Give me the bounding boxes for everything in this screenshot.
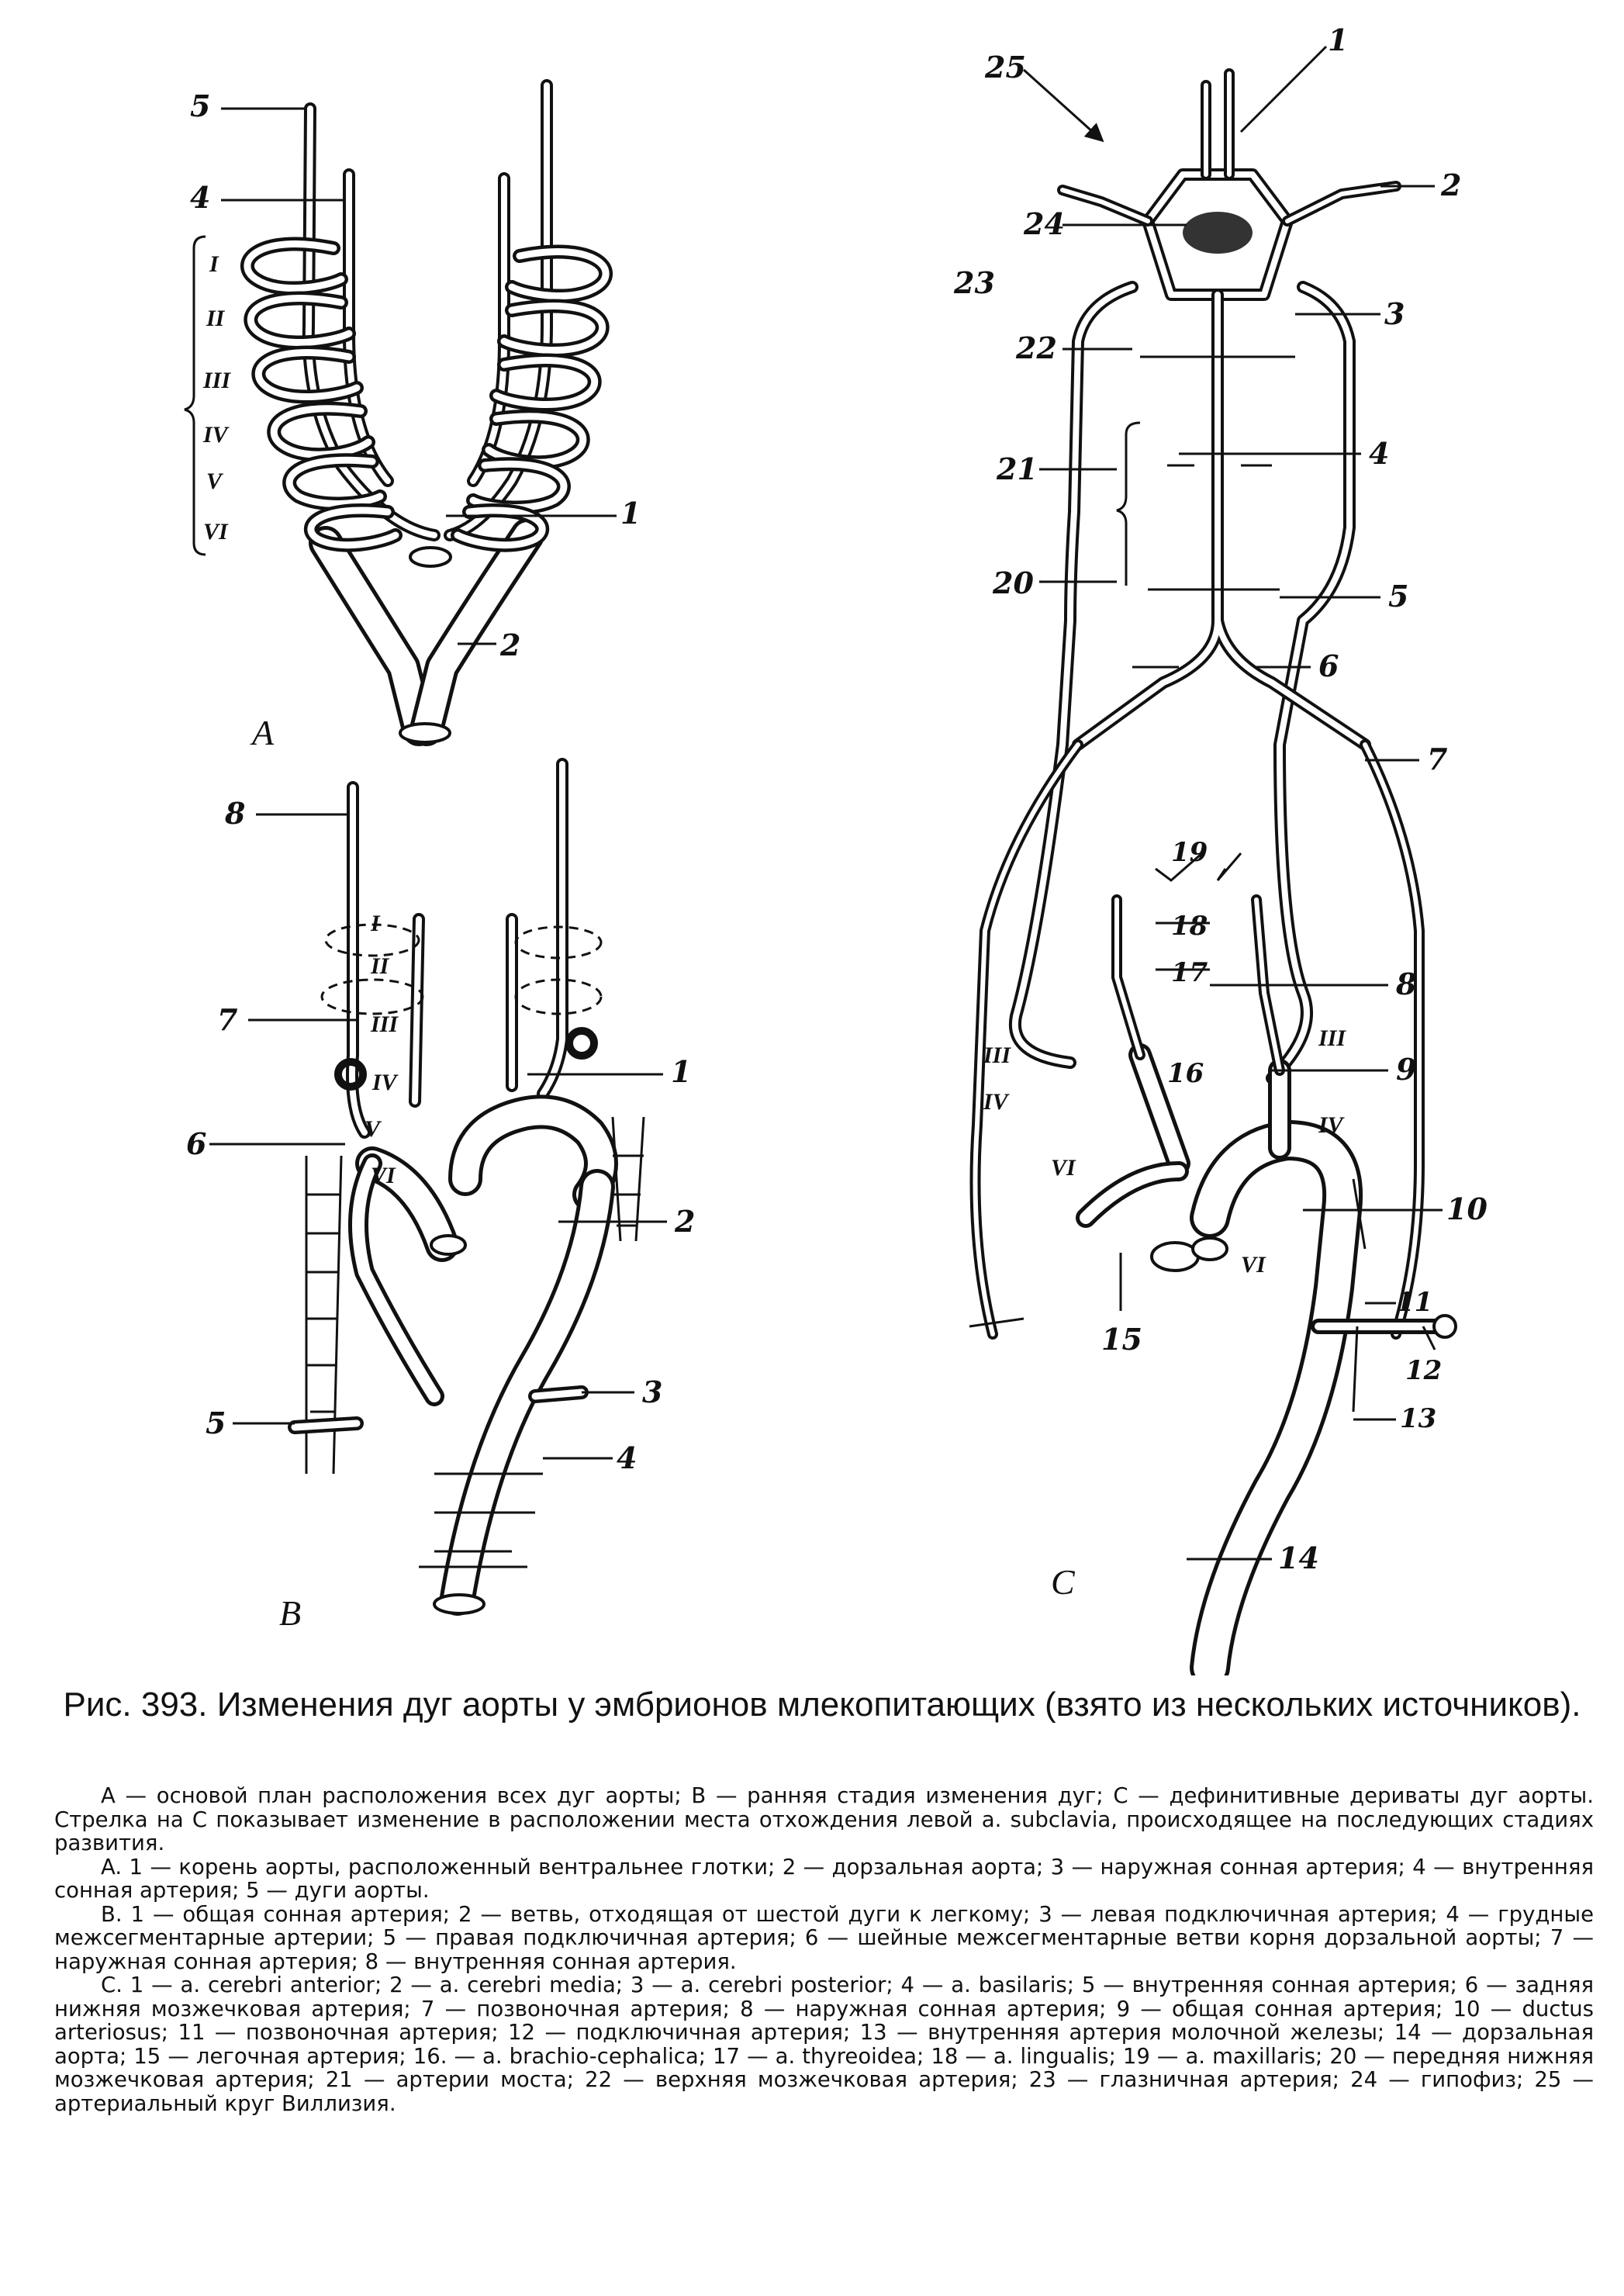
label-c-23: 23 — [953, 265, 995, 300]
label-b-3: 3 — [642, 1374, 662, 1409]
figure-caption: Рис. 393. Изменения дуг аорты у эмбрионо… — [63, 1686, 1581, 1724]
label-b-5: 5 — [206, 1406, 226, 1440]
label-c-16: 16 — [1167, 1058, 1204, 1089]
label-c-25: 25 — [984, 50, 1026, 85]
label-a-3: 4 — [190, 180, 210, 215]
label-a-arch-6: VI — [203, 519, 229, 545]
label-c-arch-3-right: III — [1318, 1025, 1346, 1051]
label-c-20: 20 — [992, 565, 1034, 600]
panel-a-diagram — [184, 79, 617, 746]
panel-c-labels: 1 25 2 24 23 3 22 4 21 20 5 6 7 19 18 17… — [953, 22, 1488, 1602]
label-c-24: 24 — [1023, 206, 1065, 241]
legend-paragraph-a: A. 1 — корень аорты, расположенный вентр… — [54, 1854, 1594, 1903]
panel-c-diagram — [969, 45, 1457, 1675]
label-a-1: 1 — [620, 496, 641, 531]
label-b-arch-6: VI — [371, 1163, 396, 1188]
label-c-14: 14 — [1278, 1540, 1319, 1575]
label-c-2: 2 — [1440, 168, 1461, 202]
panel-b-letter: B — [279, 1593, 301, 1633]
panel-b-diagram — [209, 758, 667, 1616]
label-a-arch-2: II — [206, 306, 226, 331]
label-c-7: 7 — [1427, 742, 1447, 776]
panel-a-labels: 5 4 I II III IV V VI 5 5 1 2 A — [190, 88, 641, 752]
label-b-arch-2: II — [370, 953, 390, 979]
label-c-arch-6-left: VI — [1051, 1155, 1076, 1181]
label-a-4: 5 — [190, 88, 210, 123]
label-b-4: 4 — [617, 1440, 637, 1475]
label-b-arch-5: V — [365, 1116, 382, 1142]
label-c-1: 1 — [1328, 22, 1348, 57]
label-b-7: 7 — [217, 1002, 237, 1037]
label-a-2: 2 — [499, 628, 520, 662]
label-c-5: 5 — [1388, 579, 1408, 614]
legend-paragraph-overview: A — основой план расположения всех дуг а… — [54, 1783, 1594, 1855]
legend-paragraph-c: C. 1 — a. cerebri anterior; 2 — a. cereb… — [54, 1973, 1594, 2116]
label-b-6: 6 — [186, 1126, 206, 1161]
label-c-21: 21 — [996, 451, 1038, 486]
label-c-arch-4-left: IV — [983, 1089, 1011, 1115]
label-b-arch-4: IV — [371, 1070, 399, 1095]
figure-drawing: 5 4 I II III IV V VI 5 5 1 2 A 8 I II 7 … — [184, 22, 1488, 1675]
legend-paragraph-b: B. 1 — общая сонная артерия; 2 — ветвь, … — [54, 1901, 1594, 1974]
label-c-19: 19 — [1171, 837, 1208, 868]
label-b-2: 2 — [674, 1204, 695, 1239]
label-c-18: 18 — [1171, 911, 1208, 942]
panel-a-letter: A — [250, 713, 275, 752]
label-a-arch-4: IV — [202, 422, 230, 448]
label-c-13: 13 — [1400, 1403, 1436, 1434]
label-c-arch-6-right: VI — [1241, 1252, 1266, 1278]
panel-b-labels: 8 I II 7 III IV 1 6 V VI 2 3 5 4 B — [186, 796, 695, 1633]
figure-legend: A — основой план расположения всех дуг а… — [54, 1784, 1594, 2115]
panel-c-letter: C — [1051, 1562, 1076, 1602]
label-b-1: 1 — [671, 1054, 691, 1089]
label-c-8: 8 — [1395, 966, 1416, 1001]
label-c-15: 15 — [1101, 1322, 1142, 1357]
label-b-arch-3: III — [370, 1011, 399, 1037]
label-c-22: 22 — [1015, 330, 1057, 365]
label-c-3: 3 — [1384, 296, 1405, 331]
label-c-11: 11 — [1396, 1287, 1432, 1318]
label-c-arch-3-left: III — [983, 1043, 1011, 1068]
label-b-arch-1: I — [370, 911, 381, 936]
label-c-4: 4 — [1369, 436, 1389, 471]
label-c-12: 12 — [1405, 1355, 1442, 1386]
label-c-arch-4-right: IV — [1318, 1112, 1346, 1138]
label-a-arch-3: III — [202, 368, 231, 393]
label-a-arch-1: I — [209, 251, 219, 277]
label-c-6: 6 — [1318, 648, 1339, 683]
label-c-17: 17 — [1171, 957, 1208, 988]
label-b-8: 8 — [224, 796, 245, 831]
label-c-10: 10 — [1446, 1191, 1488, 1226]
label-c-9: 9 — [1396, 1052, 1416, 1087]
label-a-arch-5: V — [206, 469, 224, 494]
